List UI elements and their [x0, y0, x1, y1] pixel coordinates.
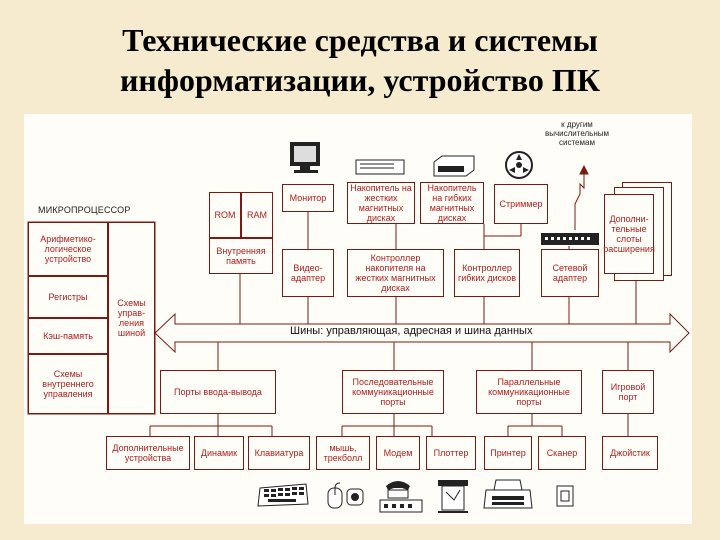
hard-drive-icon: [355, 159, 405, 175]
bus-control-box: Схемы управ-ления шиной: [108, 222, 155, 414]
modem-phone-icon: [379, 481, 423, 513]
joystick-icon: [556, 485, 574, 507]
hdd-controller-box: Контроллер накопителя на жестких магнитн…: [347, 249, 444, 297]
fdd-box: Накопитель на гибких магнитных дисках: [420, 182, 484, 224]
video-adapter-box: Видео-адаптер: [282, 249, 334, 297]
parallel-ports-box: Параллельные коммуникационные порты: [476, 370, 582, 414]
mouse-box: мышь, трекболл: [316, 436, 370, 470]
expansion-slots-box: Дополни-тельные слоты расширения: [603, 194, 655, 274]
keyboard-icon: [257, 483, 309, 507]
io-ports-box: Порты ввода-вывода: [160, 370, 276, 414]
plotter-icon: [438, 480, 468, 513]
cache-box: Кэш-память: [28, 318, 108, 354]
speaker-box: Динамик: [194, 436, 244, 470]
tape-reel-icon: [505, 151, 533, 179]
network-note: к другим вычислительным системам: [544, 120, 610, 147]
scanner-box: Сканер: [538, 436, 586, 470]
internal-control-box: Схемы внутреннего управления: [28, 354, 108, 414]
modem-box: Модем: [376, 436, 420, 470]
network-hub-icon: [541, 233, 599, 245]
alu-box: Арифметико-логическое устройство: [28, 222, 108, 276]
slide-title: Технические средства и системы информати…: [0, 20, 720, 100]
joystick-box: Джойстик: [602, 436, 658, 470]
registers-box: Регистры: [28, 276, 108, 318]
floppy-drive-icon: [433, 155, 475, 177]
mouse-icon: [327, 482, 343, 509]
ram-box: RAM: [241, 192, 273, 238]
serial-ports-box: Последовательные коммуникационные порты: [342, 370, 444, 414]
streamer-box: Стриммер: [494, 184, 548, 224]
game-port-box: Игровой порт: [602, 370, 654, 414]
printer-box: Принтер: [484, 436, 532, 470]
slide-title-line-2: информатизации, устройство ПК: [119, 62, 601, 98]
rom-box: ROM: [209, 192, 241, 238]
monitor-icon: [290, 142, 320, 173]
bus-label: Шины: управляющая, адресная и шина данны…: [290, 325, 533, 337]
monitor-box: Монитор: [282, 184, 334, 212]
slide-title-line-1: Технические средства и системы: [122, 22, 598, 58]
connector-lines: [27, 164, 690, 436]
mouse-icon-2: [346, 488, 364, 506]
pc-architecture-diagram: МИКРОПРОЦЕССОР Арифметико-логическое уст…: [24, 114, 692, 524]
microprocessor-label: МИКРОПРОЦЕССОР: [38, 205, 131, 215]
internal-memory-box: Внутренняя память: [209, 238, 273, 274]
printer-icon: [483, 479, 533, 509]
plotter-box: Плоттер: [426, 436, 476, 470]
fdd-controller-box: Контроллер гибких дисков: [454, 249, 520, 297]
network-adapter-box: Сетевой адаптер: [541, 249, 599, 297]
extra-devices-box: Дополнительные устройства: [106, 436, 190, 470]
hdd-box: Накопитель на жестких магнитных дисках: [347, 182, 415, 224]
keyboard-box: Клавиатура: [248, 436, 310, 470]
